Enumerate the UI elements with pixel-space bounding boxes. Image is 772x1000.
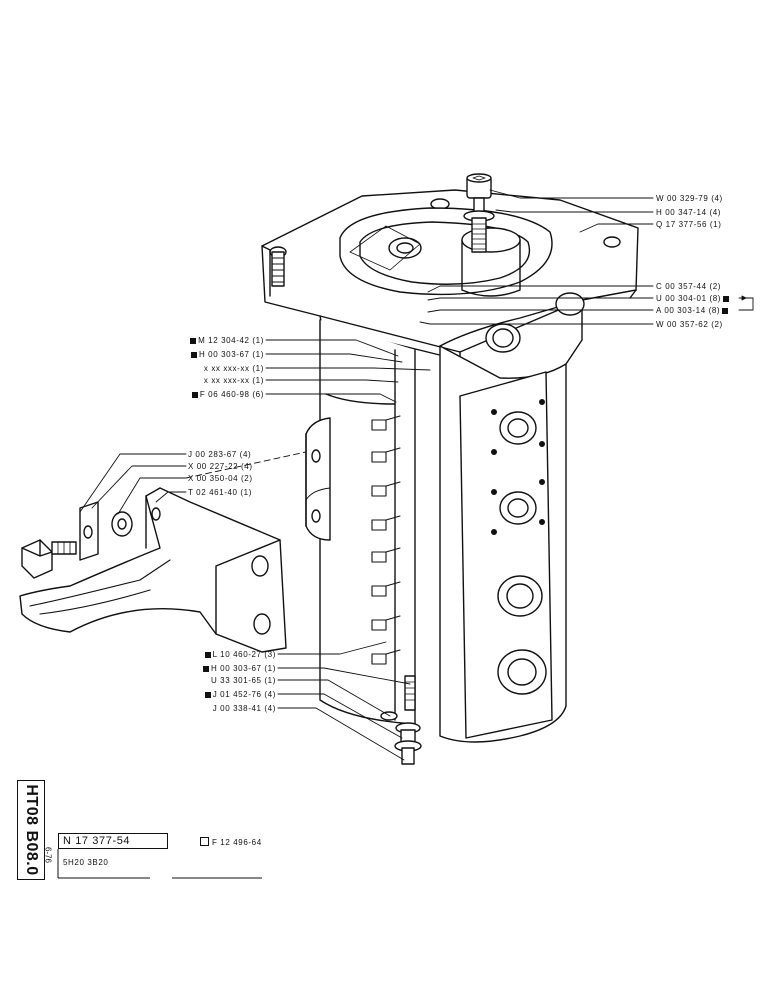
- filled-square-icon: [190, 352, 197, 358]
- callout-j-01-452-76: J 01 452-76 (4): [176, 690, 276, 699]
- callout-w-00-329-79: W 00 329-79 (4): [656, 194, 723, 203]
- callout-code: A 00 303-14 (8): [656, 306, 721, 315]
- callout-h-00-303-67-upper: H 00 303-67 (1): [164, 350, 264, 359]
- callout-c-00-357-44: C 00 357-44 (2): [656, 282, 722, 291]
- bottom-bolts: [380, 675, 422, 765]
- sheet-side-code-box: HT08 B08.0: [17, 780, 45, 880]
- filled-square-icon: [191, 392, 198, 398]
- filled-square-icon: [722, 308, 729, 314]
- reference-code: F 12 496-64: [212, 838, 262, 847]
- callout-u-00-304-01: U 00 304-01 (8): [656, 294, 730, 303]
- bracket-detail: [19, 487, 287, 653]
- callout-x-00-350-04: X 00 350-04 (2): [188, 474, 253, 483]
- callout-code: M 12 304-42 (1): [198, 336, 264, 345]
- filled-square-icon: [190, 338, 197, 344]
- callout-w-00-357-62: W 00 357-62 (2): [656, 320, 723, 329]
- callout-m-12-304-42: M 12 304-42 (1): [164, 336, 264, 345]
- callout-h-00-303-67-lower: H 00 303-67 (1): [176, 664, 276, 673]
- callout-placeholder-1: x xx xxx-xx (1): [203, 364, 264, 373]
- filled-square-icon: [723, 296, 730, 302]
- leader-lines: [79, 189, 754, 761]
- callout-code: H 00 303-67 (1): [198, 350, 264, 359]
- callout-t-02-461-40: T 02 461-40 (1): [188, 488, 252, 497]
- callout-code: L 10 460-27 (3): [212, 650, 276, 659]
- callout-placeholder-2: x xx xxx-xx (1): [203, 376, 264, 385]
- callout-code: U 00 304-01 (8): [656, 294, 722, 303]
- checkbox-square-icon: [200, 837, 209, 846]
- top-flange-plate: [261, 189, 639, 361]
- model-number: 5H20 3B20: [63, 858, 109, 867]
- filled-square-icon: [204, 692, 211, 698]
- drawing-number: N 17 377-54: [63, 835, 131, 847]
- callout-u-33-301-65: U 33 301-65 (1): [210, 676, 276, 685]
- drawing-number-box: N 17 377-54: [58, 833, 168, 849]
- reference-number: F 12 496-64: [200, 837, 262, 847]
- callout-a-00-303-14: A 00 303-14 (8): [656, 306, 729, 315]
- callout-l-10-460-27: L 10 460-27 (3): [176, 650, 276, 659]
- filled-square-icon: [204, 652, 211, 658]
- filled-square-icon: [202, 666, 209, 672]
- callout-q-17-377-56: Q 17 377-56 (1): [656, 220, 722, 229]
- callout-code: J 01 452-76 (4): [212, 690, 276, 699]
- top-screw: [463, 173, 495, 253]
- callout-code: H 00 303-67 (1): [210, 664, 276, 673]
- callout-j-00-338-41: J 00 338-41 (4): [212, 704, 276, 713]
- callout-j-00-283-67: J 00 283-67 (4): [188, 450, 252, 459]
- callout-f-06-460-98: F 06 460-98 (6): [164, 390, 264, 399]
- valve-block: [439, 292, 585, 743]
- callout-x-00-227-22: X 00 227-22 (4): [188, 462, 253, 471]
- callout-h-00-347-14: H 00 347-14 (4): [656, 208, 722, 217]
- callout-code: F 06 460-98 (6): [199, 390, 264, 399]
